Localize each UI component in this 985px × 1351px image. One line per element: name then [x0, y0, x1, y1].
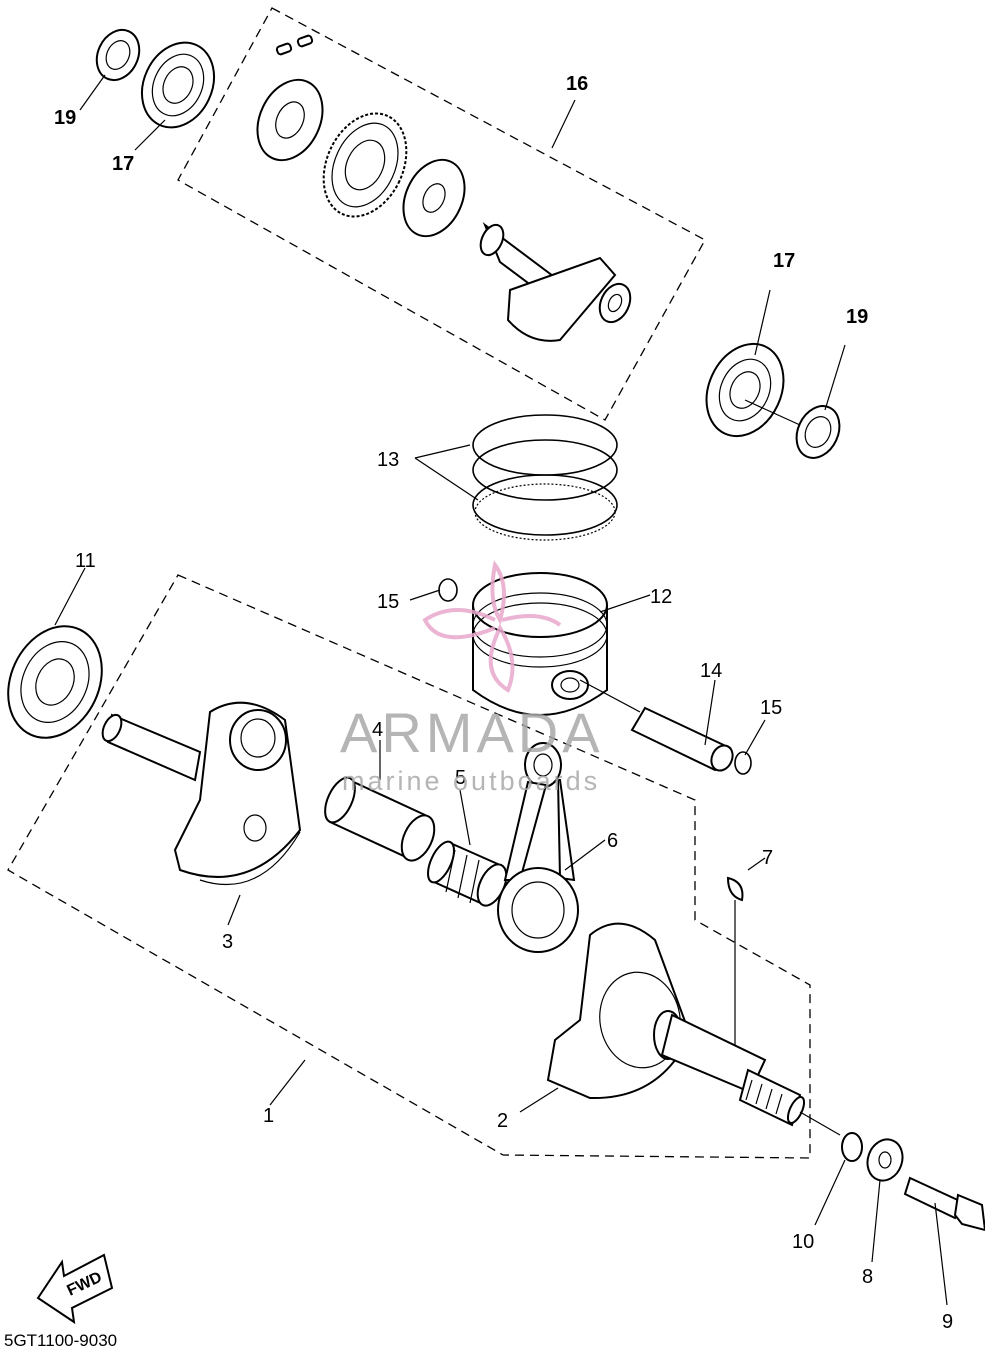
callout-6: 6 — [607, 830, 618, 852]
part-13-piston-rings[interactable] — [472, 414, 618, 541]
callout-4: 4 — [372, 719, 383, 741]
callout-13: 13 — [377, 449, 399, 471]
callout-15b: 15 — [760, 697, 782, 719]
part-3-crank-half-left[interactable] — [99, 701, 302, 886]
part-19-oil-seal-right[interactable] — [788, 399, 847, 465]
leader-lines — [54, 74, 948, 1306]
callout-5: 5 — [455, 767, 466, 789]
callout-3: 3 — [222, 931, 233, 953]
assembly-1-boundary — [7, 574, 811, 1159]
callout-19a: 19 — [54, 107, 76, 129]
callout-18: 17 — [112, 153, 134, 175]
part-7-key[interactable] — [726, 876, 744, 902]
callout-10: 10 — [792, 1231, 814, 1253]
part-16-crank-assembly[interactable] — [245, 34, 636, 342]
callout-15a: 15 — [377, 591, 399, 613]
part-11-bearing[interactable] — [0, 611, 119, 753]
part-4-crank-pin[interactable] — [319, 773, 441, 865]
part-18-bearing[interactable] — [129, 31, 228, 139]
part-14-piston-pin[interactable] — [579, 679, 737, 774]
callout-17: 17 — [773, 250, 795, 272]
part-6-connecting-rod[interactable] — [497, 742, 579, 953]
watermark-brand: ARMADA — [340, 701, 604, 764]
axis-17-19 — [744, 399, 801, 426]
diagram-code: 5GT1100-9030 — [4, 1331, 117, 1350]
part-19-oil-seal-top[interactable] — [89, 23, 147, 87]
watermark-tagline: marine outboards — [342, 766, 600, 796]
callout-14: 14 — [700, 660, 722, 682]
part-8-washer[interactable] — [862, 1134, 908, 1185]
part-15-clip-right[interactable] — [734, 751, 752, 775]
callout-7: 7 — [762, 847, 773, 869]
callout-2: 2 — [497, 1110, 508, 1132]
part-17-bearing[interactable] — [692, 331, 798, 448]
callout-9: 9 — [942, 1311, 953, 1333]
part-9-bolt[interactable] — [903, 1176, 985, 1232]
watermark-logo-icon — [422, 560, 562, 693]
fwd-arrow-icon: FWD — [36, 1253, 114, 1325]
part-15-clip-left[interactable] — [438, 578, 458, 602]
part-5-needle-bearing[interactable] — [423, 838, 513, 910]
part-10-o-ring[interactable] — [841, 1132, 863, 1162]
callout-12: 12 — [650, 586, 672, 608]
callout-1: 1 — [263, 1105, 274, 1127]
callout-8: 8 — [862, 1266, 873, 1288]
assembly-16-boundary — [177, 7, 706, 421]
axis-2-10 — [799, 1111, 841, 1136]
callout-19b: 19 — [846, 306, 868, 328]
callout-11: 11 — [75, 550, 96, 572]
callout-16: 16 — [566, 73, 588, 95]
part-2-crank-half-right[interactable] — [546, 922, 807, 1127]
